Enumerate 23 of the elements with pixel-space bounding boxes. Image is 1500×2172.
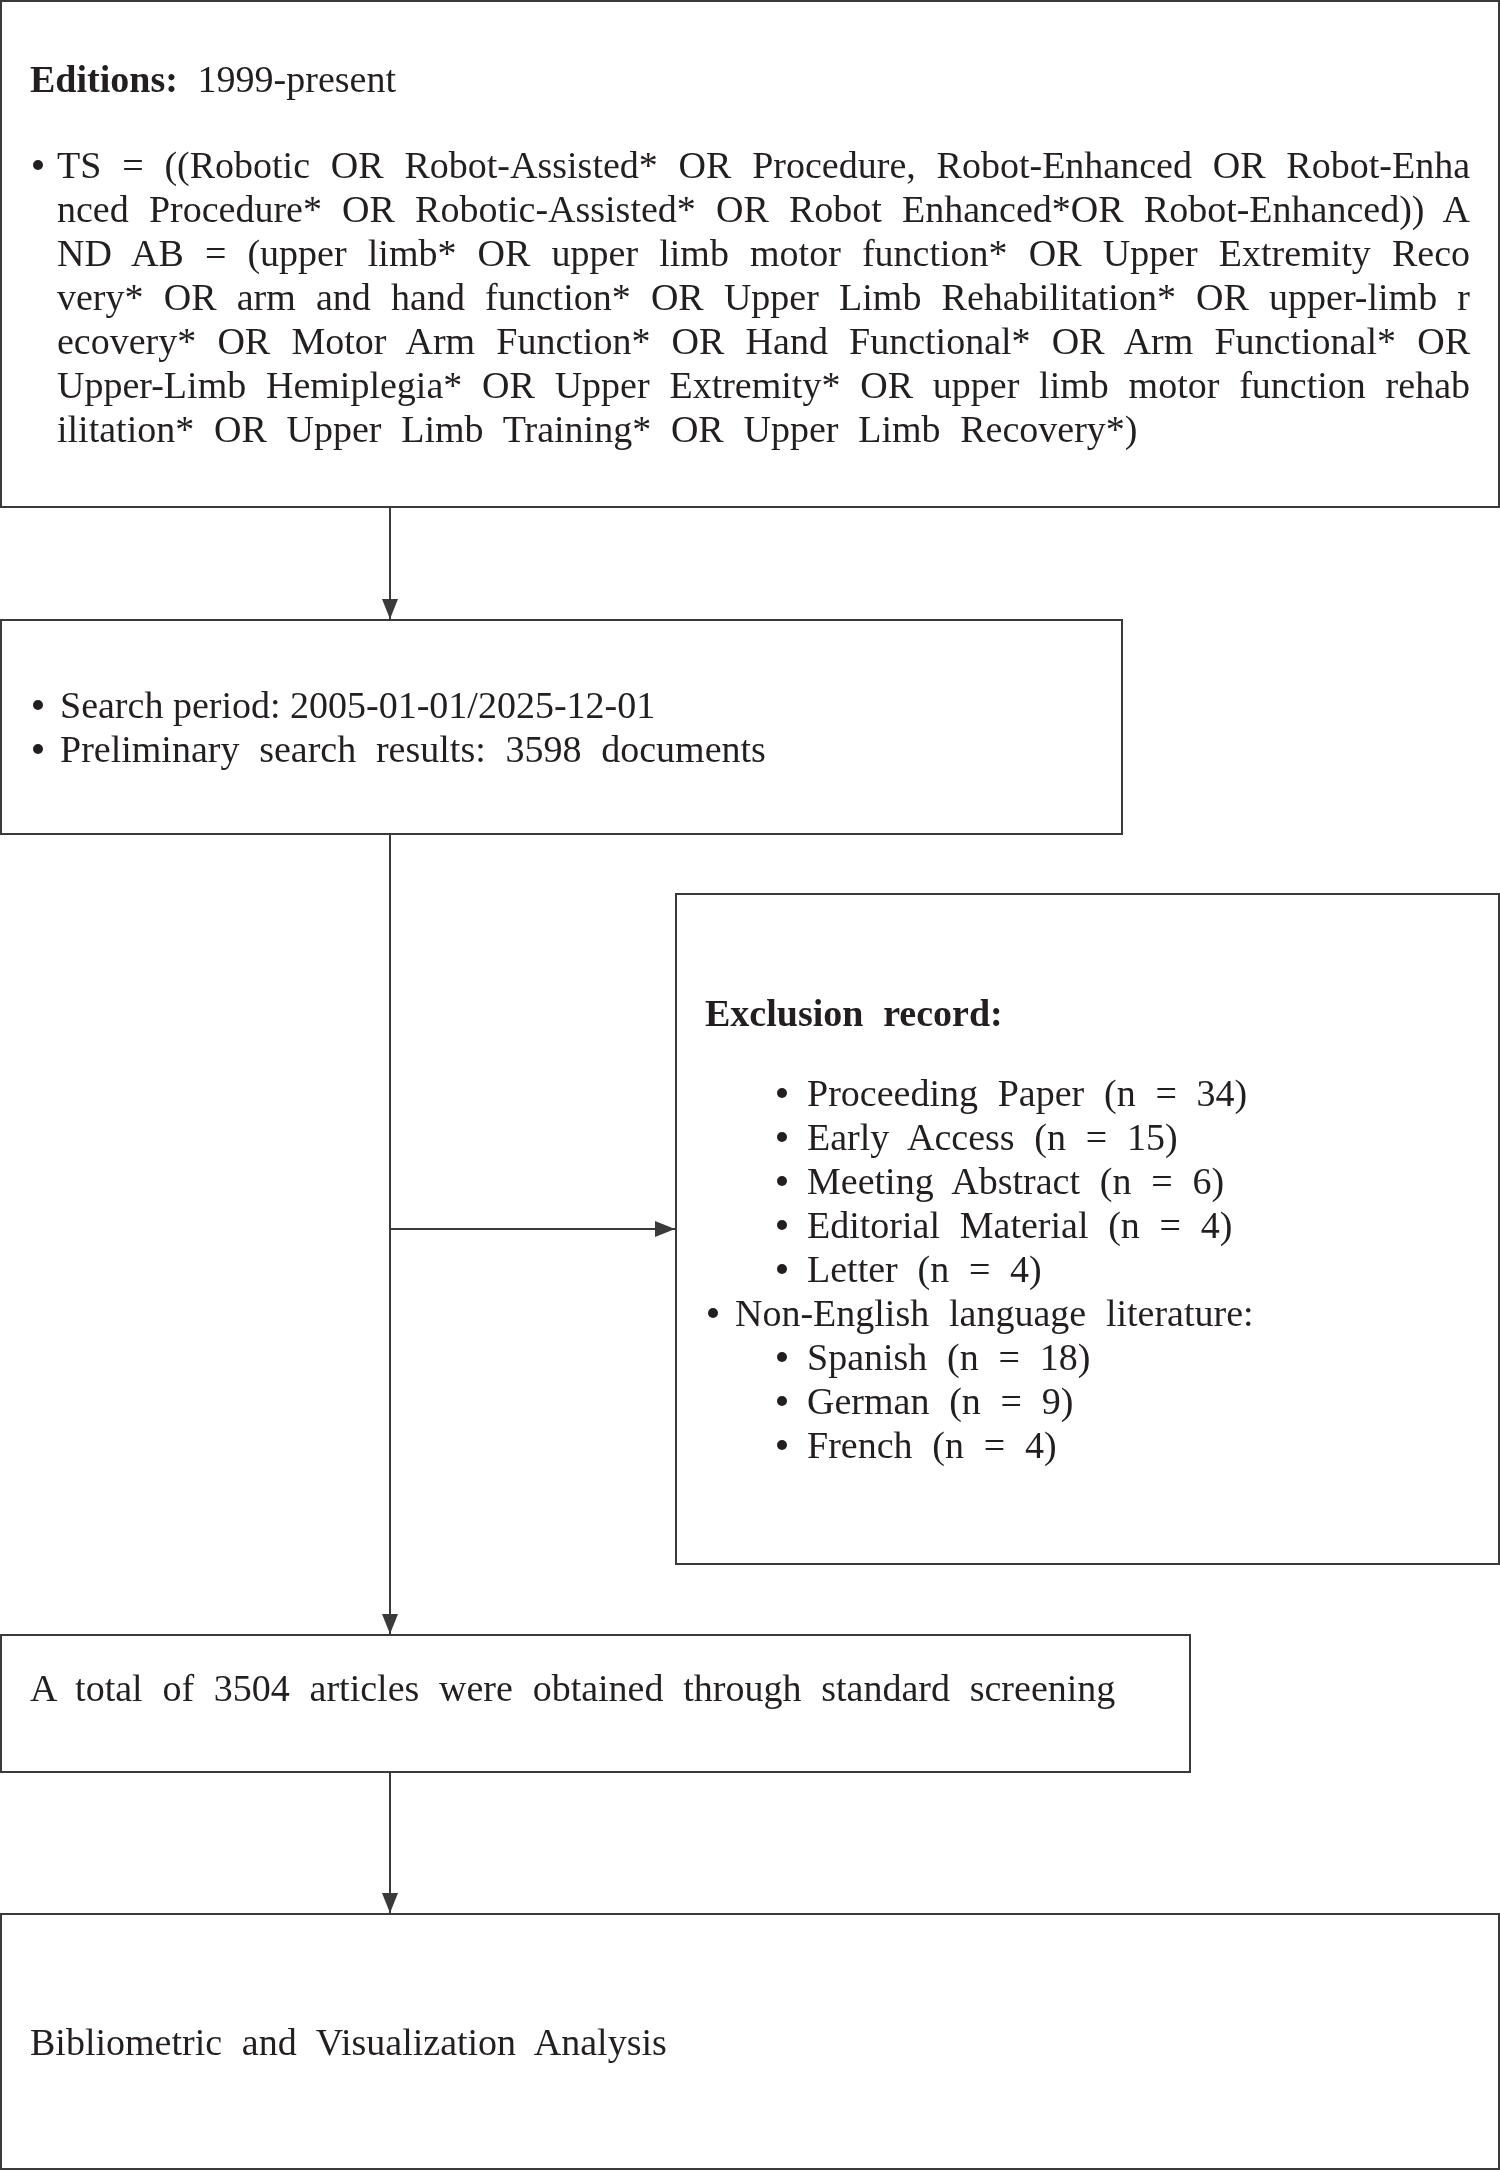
process-box <box>0 619 1123 835</box>
bullet-item: Spanish (n = 18) <box>771 1335 1470 1379</box>
bullet-item: German (n = 9) <box>771 1379 1470 1423</box>
arrow <box>382 1772 398 1914</box>
bullet-item: Proceeding Paper (n = 34) <box>771 1071 1470 1115</box>
process-box <box>675 893 1500 1565</box>
bullet-item: TS = ((Robotic OR Robot-Assisted* OR Procedure, Robot-Enhanced OR Robot-Enhanced Procedure* OR Robotic-Assisted* OR Robot Enhanced*OR Robot-Enhanced)) AND AB = (upper limb* OR upper limb motor function* OR Upper Extremity Recovery* OR arm and hand function* OR Upper Limb Rehabilitation* OR upper-limb recovery* OR Motor Arm Function* OR Hand Functional* OR Arm Functional* OR Upper-Limb Hemiplegia* OR Upper Extremity* OR upper limb motor function rehabilitation* OR Upper Limb Training* OR Upper Limb Recovery*) <box>30 143 1470 451</box>
bullet-item: Meeting Abstract (n = 6) <box>771 1159 1470 1203</box>
bullet-item: Search period: 2005-01-01/2025-12-01 <box>30 683 1093 727</box>
bullet-item: Editorial Material (n = 4) <box>771 1203 1470 1247</box>
bullet-item: Letter (n = 4) <box>771 1247 1470 1291</box>
process-box <box>0 0 1500 508</box>
box-text: A total of 3504 articles were obtained through standard screening <box>30 1666 1117 1710</box>
process-box <box>0 1913 1500 2170</box>
bullet-item: French (n = 4) <box>771 1423 1470 1467</box>
box-text: Editions: 1999-present <box>30 57 397 101</box>
box-heading: Exclusion record: <box>705 991 1004 1035</box>
arrow <box>382 507 398 620</box>
bullet-item: Early Access (n = 15) <box>771 1115 1470 1159</box>
box-text: Bibliometric and Visualization Analysis <box>30 2019 668 2064</box>
bullet-item: Preliminary search results: 3598 documents <box>30 727 1093 771</box>
process-box <box>0 1634 1191 1773</box>
bullet-item: Non-English language literature: <box>705 1291 1470 1335</box>
